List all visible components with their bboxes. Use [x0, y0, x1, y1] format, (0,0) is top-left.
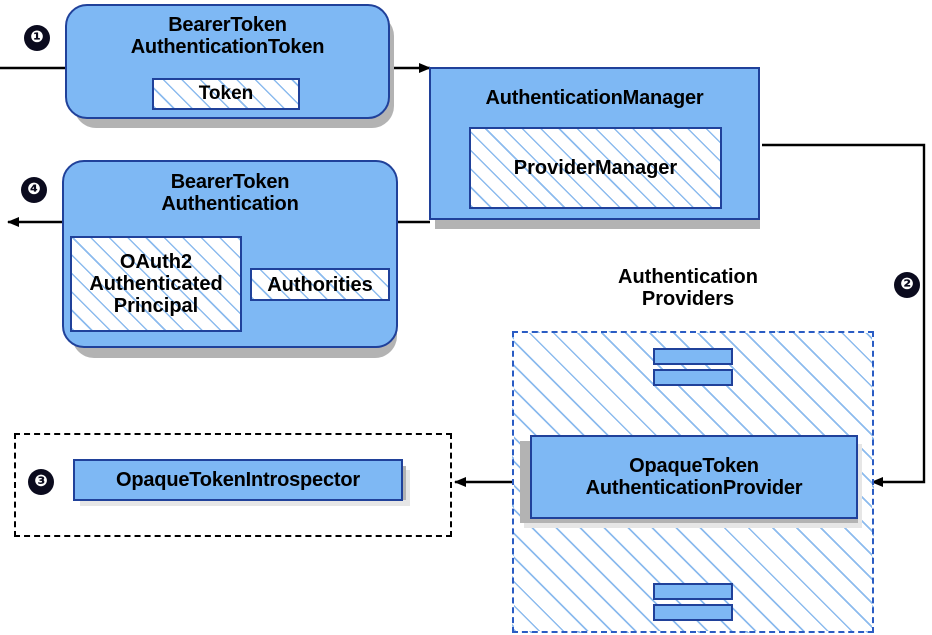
bearer-token-authentication-title: BearerToken Authentication	[161, 171, 298, 216]
opaque-token-authentication-provider-title: OpaqueToken AuthenticationProvider	[586, 455, 803, 500]
step-badge-1: ❶	[25, 26, 49, 50]
title-line-2: Authentication	[161, 193, 299, 216]
panel-provider-manager[interactable]: ProviderManager	[469, 127, 722, 209]
principal-line-2: Authenticated	[89, 273, 223, 295]
principal-line-3: Principal	[113, 295, 199, 317]
provider-stack-top-bar-2	[653, 369, 733, 386]
opaque-token-introspector-container	[14, 433, 452, 537]
label-line-2: Providers	[641, 288, 735, 311]
title-line-2: AuthenticationProvider	[585, 477, 803, 499]
step-badge-4: ❹	[22, 178, 46, 202]
provider-stack-bottom-bar-2	[653, 604, 733, 621]
node-opaque-token-authentication-provider[interactable]: OpaqueToken AuthenticationProvider	[530, 435, 858, 519]
title-line-1: BearerToken	[170, 171, 290, 193]
principal-line-1: OAuth2	[119, 251, 193, 273]
panel-authorities[interactable]: Authorities	[250, 268, 390, 301]
bearer-token-authentication-token-title: BearerToken AuthenticationToken	[131, 14, 325, 59]
title-line-1: BearerToken	[168, 14, 287, 36]
authentication-manager-title: AuthenticationManager	[485, 87, 704, 109]
panel-token[interactable]: Token	[152, 78, 300, 110]
title-line-2: AuthenticationToken	[130, 36, 325, 59]
panel-oauth2-authenticated-principal[interactable]: OAuth2 Authenticated Principal	[70, 236, 242, 332]
provider-stack-bottom-bar-1	[653, 583, 733, 600]
provider-stack-top-bar-1	[653, 348, 733, 365]
opaque-token-introspector-title: OpaqueTokenIntrospector	[116, 468, 360, 491]
step-badge-2: ❷	[895, 273, 919, 297]
title-line-1: OpaqueToken	[629, 454, 759, 477]
label-line-1: Authentication	[618, 266, 758, 288]
step-badge-3: ❸	[29, 470, 53, 494]
authentication-providers-label: Authentication Providers	[568, 266, 808, 311]
node-opaque-token-introspector[interactable]: OpaqueTokenIntrospector	[73, 459, 403, 501]
